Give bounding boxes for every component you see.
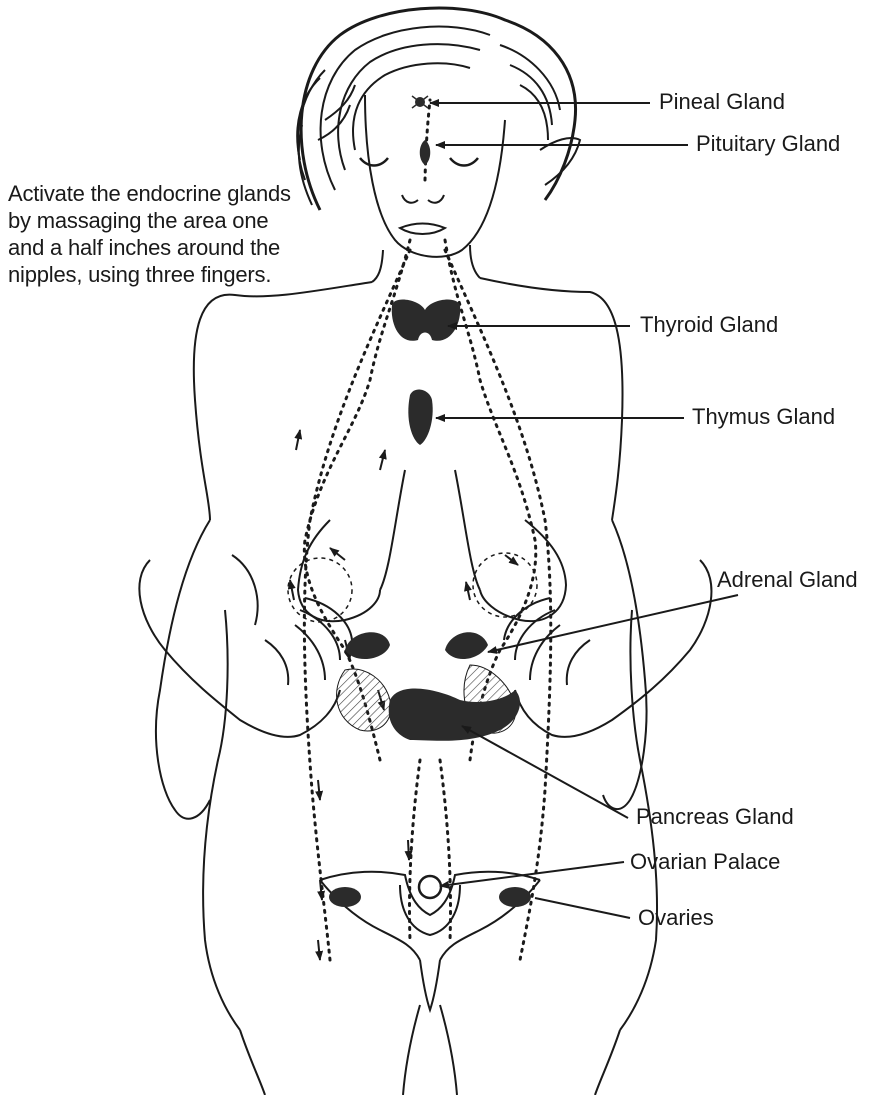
- ovarian-palace-leader: [440, 862, 624, 886]
- label-adrenal-gland: Adrenal Gland: [717, 567, 858, 593]
- thyroid-gland-shape: [392, 300, 460, 341]
- label-pineal-gland: Pineal Gland: [659, 89, 785, 115]
- label-ovarian-palace: Ovarian Palace: [630, 849, 780, 875]
- label-thyroid-gland: Thyroid Gland: [640, 312, 778, 338]
- ovary-right: [499, 887, 531, 907]
- kidney-left: [337, 669, 391, 731]
- label-pituitary-gland: Pituitary Gland: [696, 131, 840, 157]
- pineal-gland-mark: [412, 96, 428, 108]
- body-outline: [156, 278, 657, 1095]
- energy-paths: [304, 100, 550, 960]
- pituitary-gland-mark: [420, 140, 431, 165]
- callout-lines: [430, 103, 738, 918]
- hair: [297, 8, 580, 210]
- label-ovaries: Ovaries: [638, 905, 714, 931]
- ovaries-leader: [535, 898, 630, 918]
- ovary-left: [329, 887, 361, 907]
- thymus-gland-shape: [408, 390, 432, 445]
- adrenal-gland-right: [445, 632, 488, 659]
- face: [360, 95, 505, 282]
- pancreas-leader: [462, 726, 628, 818]
- label-thymus-gland: Thymus Gland: [692, 404, 835, 430]
- instruction-text: Activate the endocrine glands by massagi…: [8, 180, 298, 288]
- label-pancreas-gland: Pancreas Gland: [636, 804, 794, 830]
